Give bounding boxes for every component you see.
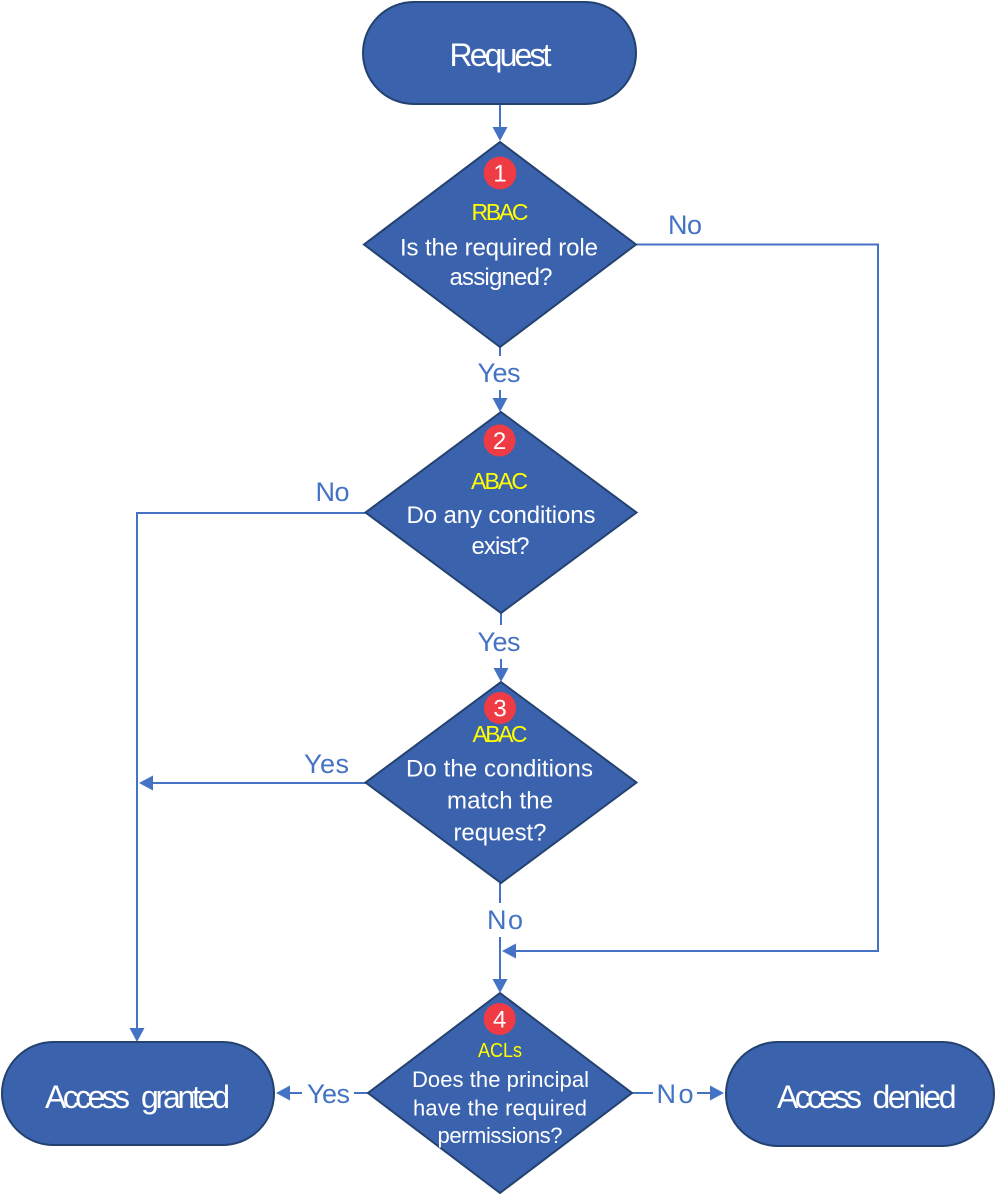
svg-text:exist?: exist? [472, 533, 530, 560]
svg-text:Do any conditions: Do any conditions [407, 502, 596, 529]
svg-text:Yes: Yes [307, 1079, 350, 1109]
svg-text:denied: denied [873, 1079, 957, 1115]
svg-text:permissions?: permissions? [438, 1123, 563, 1148]
svg-text:Does the principal: Does the principal [412, 1067, 589, 1092]
svg-text:2: 2 [493, 428, 506, 455]
svg-text:ABAC: ABAC [473, 721, 528, 747]
svg-text:No: No [487, 905, 523, 935]
svg-text:request?: request? [454, 820, 547, 847]
svg-text:Do the conditions: Do the conditions [406, 756, 593, 783]
svg-text:Yes: Yes [478, 358, 521, 388]
svg-text:1: 1 [493, 161, 506, 188]
svg-text:No: No [668, 210, 702, 240]
svg-text:ACLs: ACLs [478, 1040, 522, 1062]
svg-text:assigned?: assigned? [450, 264, 553, 291]
svg-text:RBAC: RBAC [472, 199, 529, 225]
svg-text:match the: match the [447, 788, 553, 815]
svg-text:Yes: Yes [304, 749, 349, 779]
svg-text:ABAC: ABAC [471, 468, 528, 494]
svg-text:Yes: Yes [478, 627, 521, 657]
svg-text:Access: Access [45, 1079, 130, 1115]
svg-text:have the required: have the required [413, 1096, 587, 1121]
svg-text:4: 4 [493, 1007, 506, 1034]
svg-text:No: No [316, 477, 350, 507]
svg-text:Access: Access [777, 1079, 862, 1115]
svg-text:Is the required role: Is the required role [400, 235, 598, 262]
svg-text:granted: granted [141, 1079, 230, 1115]
svg-text:No: No [657, 1079, 694, 1109]
svg-text:3: 3 [493, 696, 506, 723]
svg-text:Request: Request [450, 37, 552, 73]
